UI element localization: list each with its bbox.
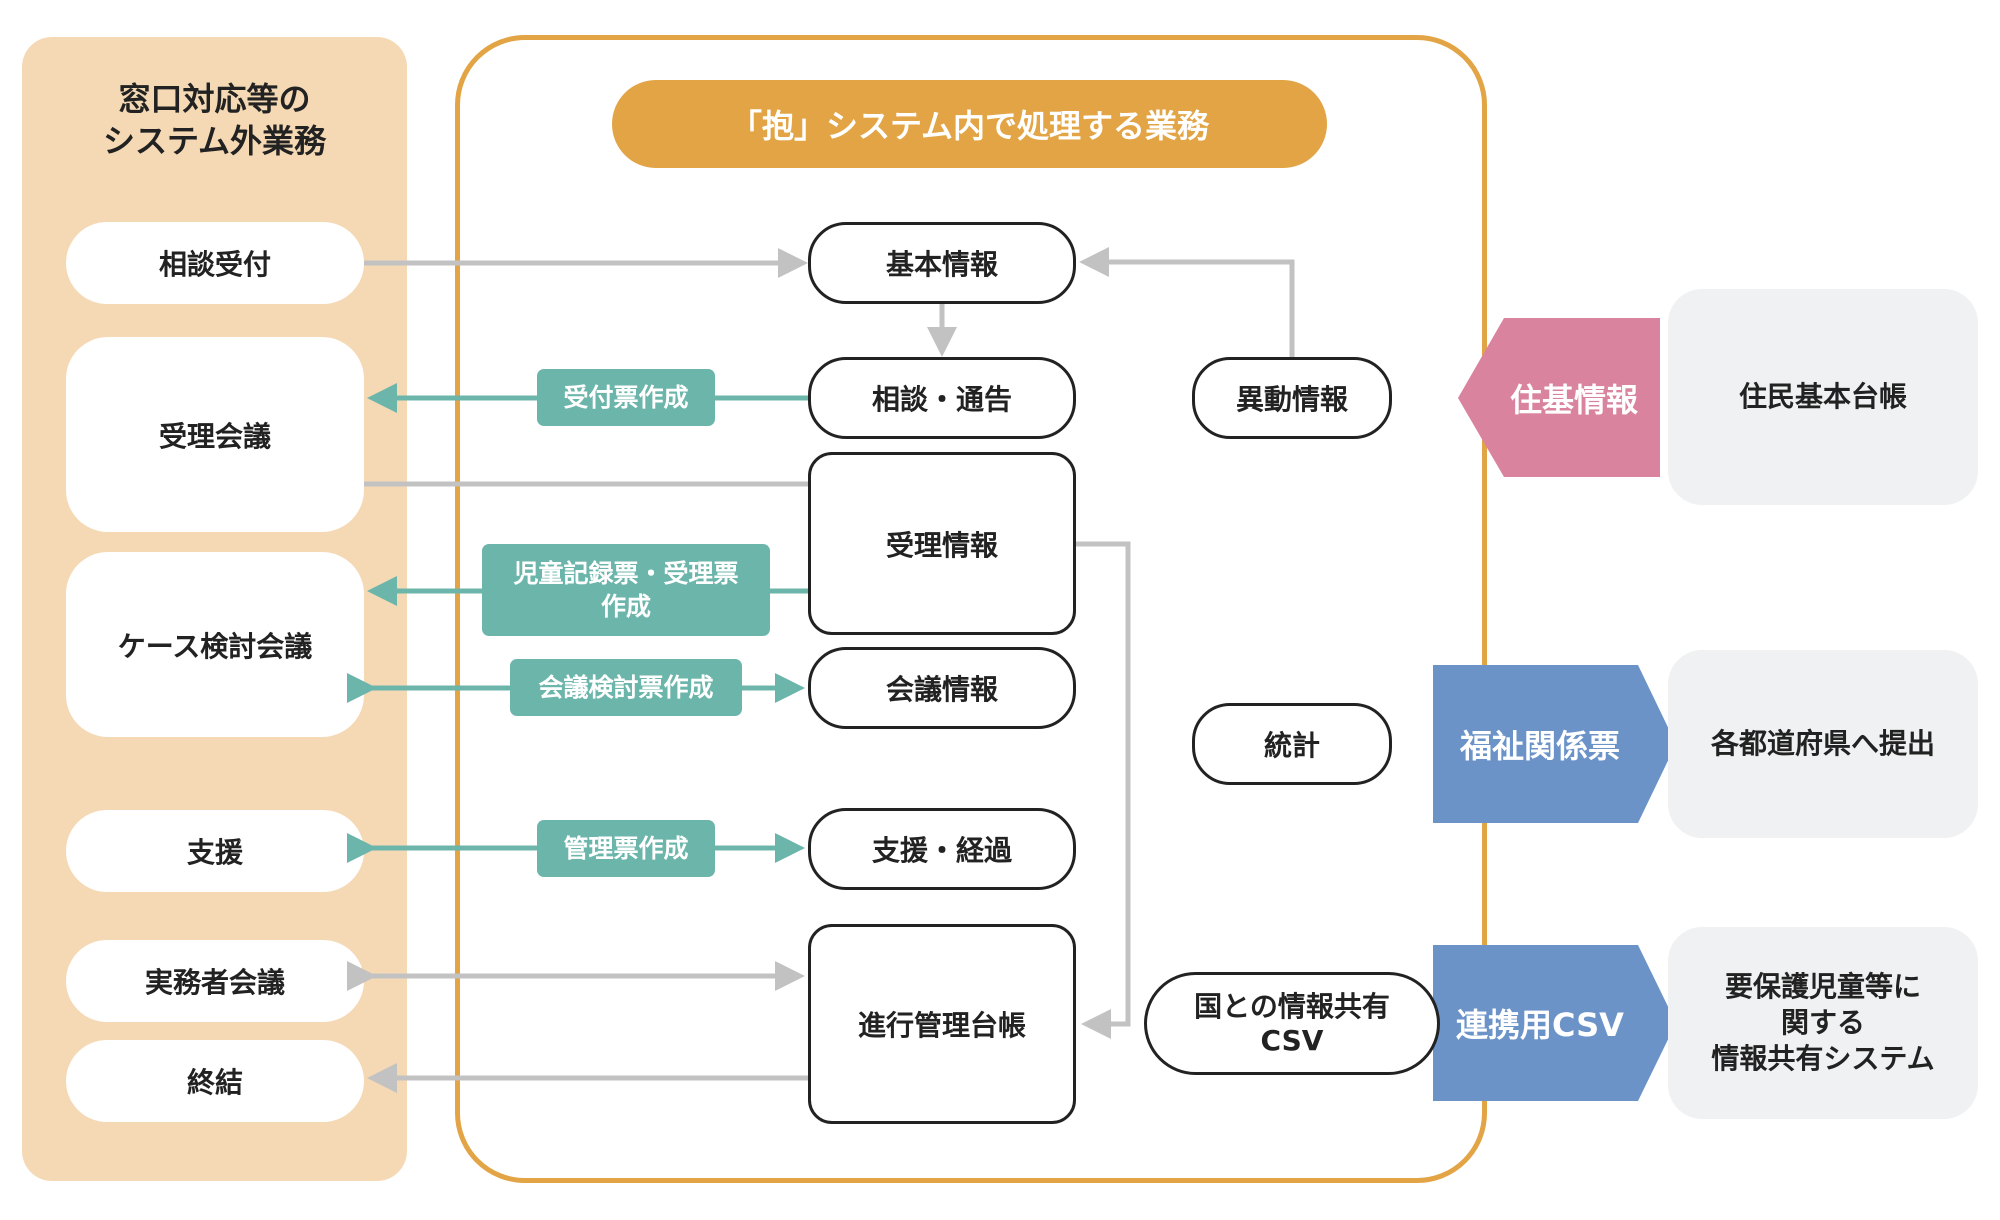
item-jitsumusha-kaigi: 実務者会議 bbox=[66, 940, 364, 1022]
node-idou-jouhou: 異動情報 bbox=[1192, 357, 1392, 439]
item-shuketsu: 終結 bbox=[66, 1040, 364, 1122]
item-shien: 支援 bbox=[66, 810, 364, 892]
label-kanri-hyo: 管理票作成 bbox=[537, 820, 715, 877]
system-panel-title: 「抱」システム内で処理する業務 bbox=[612, 80, 1327, 168]
node-kihon-jouhou: 基本情報 bbox=[808, 222, 1076, 304]
label-juki-jouhou: 住基情報 bbox=[1509, 381, 1638, 419]
renkei-shape bbox=[1433, 945, 1676, 1101]
node-soudan-tsukoku: 相談・通告 bbox=[808, 357, 1076, 439]
juki-shape bbox=[1458, 318, 1660, 477]
label-fukushi-kankei-hyo: 福祉関係票 bbox=[1459, 727, 1620, 765]
node-kuni-jouhou-kyouyuu-csv: 国との情報共有 CSV bbox=[1144, 972, 1440, 1075]
node-toukei: 統計 bbox=[1192, 703, 1392, 785]
arrow-idou-to-kihon bbox=[1079, 247, 1295, 357]
label-jidou-kiroku-hyo: 児童記録票・受理票 作成 bbox=[482, 544, 770, 636]
ext-todoufuken-teishutsu: 各都道府県へ提出 bbox=[1668, 650, 1978, 838]
node-kaigi-jouhou: 会議情報 bbox=[808, 647, 1076, 729]
arrow-juri-to-shinkou bbox=[1074, 541, 1131, 1039]
label-renkei-csv: 連携用CSV bbox=[1456, 1006, 1624, 1044]
item-case-kentou-kaigi: ケース検討会議 bbox=[66, 552, 364, 737]
ext-youhogo-jidou-system: 要保護児童等に 関する 情報共有システム bbox=[1668, 927, 1978, 1119]
node-juri-jouhou: 受理情報 bbox=[808, 452, 1076, 635]
node-shinkou-kanri-daichou: 進行管理台帳 bbox=[808, 924, 1076, 1124]
item-juri-kaigi: 受理会議 bbox=[66, 337, 364, 532]
node-shien-keika: 支援・経過 bbox=[808, 808, 1076, 890]
item-soudan-uketsuke: 相談受付 bbox=[66, 222, 364, 304]
fukushi-shape bbox=[1433, 665, 1676, 823]
ext-juumin-kihon-daichou: 住民基本台帳 bbox=[1668, 289, 1978, 505]
outside-system-title: 窓口対応等の システム外業務 bbox=[102, 80, 327, 160]
label-uketsuke-hyo: 受付票作成 bbox=[537, 369, 715, 426]
label-kaigi-kentou-hyo: 会議検討票作成 bbox=[510, 659, 742, 716]
